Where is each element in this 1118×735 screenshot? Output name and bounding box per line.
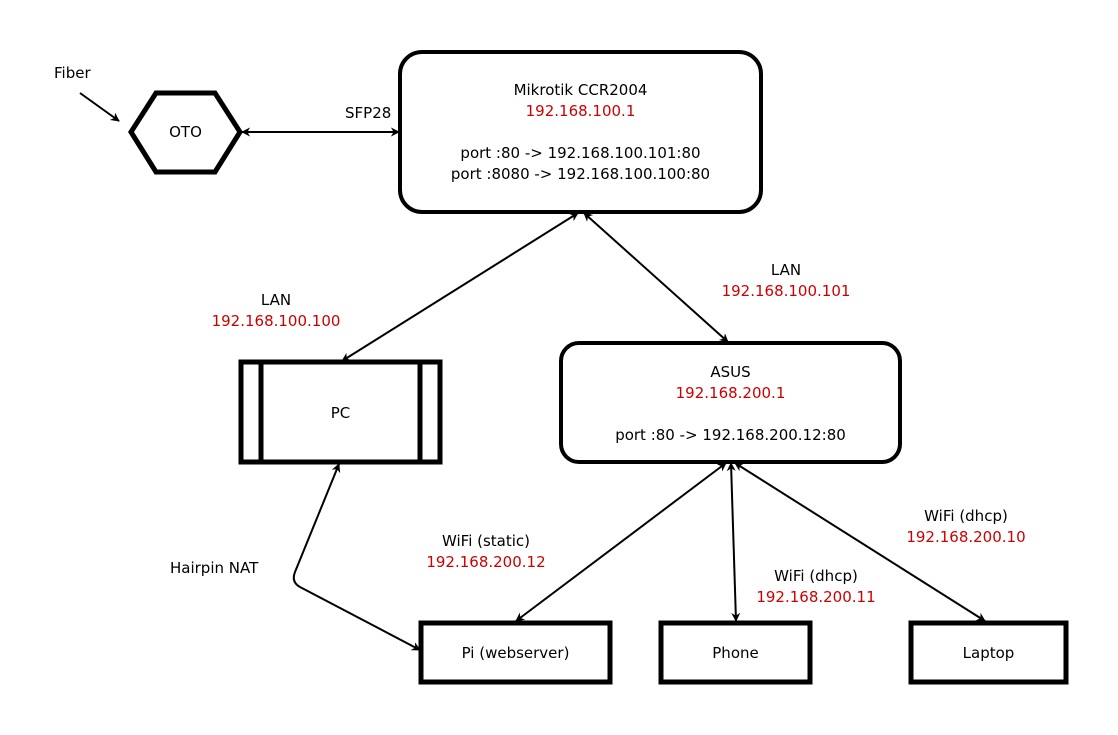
node-pc-shape[interactable] xyxy=(238,359,443,465)
edge-pc-lan xyxy=(341,212,579,362)
edge-label-asus-lan-ip: 192.168.100.101 xyxy=(721,282,851,300)
node-asus-ip: 192.168.200.1 xyxy=(675,384,786,402)
node-pi-label: Pi (webserver) xyxy=(461,644,570,662)
node-oto-shape[interactable] xyxy=(128,90,243,175)
edge-asus-lan xyxy=(583,212,729,343)
edge-label-pc-lan-type: LAN xyxy=(260,291,292,309)
node-mikrotik-title: Mikrotik CCR2004 xyxy=(513,81,648,99)
node-asus-text: ASUS 192.168.200.1 port :80 -> 192.168.2… xyxy=(561,362,900,446)
edge-label-phone-wifi-type: WiFi (dhcp) xyxy=(774,567,858,585)
edge-label-phone-wifi-ip: 192.168.200.11 xyxy=(756,588,876,606)
edge-label-sfp28: SFP28 xyxy=(345,104,392,122)
edge-hairpin xyxy=(292,463,421,651)
edge-label-laptop-wifi-ip: 192.168.200.10 xyxy=(906,528,1026,546)
node-mikrotik-rule: port :8080 -> 192.168.100.100:80 xyxy=(450,165,711,183)
node-mikrotik-rule: port :80 -> 192.168.100.101:80 xyxy=(460,144,701,162)
edge-fiber xyxy=(79,92,120,122)
edge-laptop-wifi xyxy=(734,462,986,622)
node-pc-label: PC xyxy=(330,404,351,422)
node-mikrotik-shape[interactable] xyxy=(398,50,763,214)
node-asus-title: ASUS xyxy=(710,363,751,381)
edge-label-pi-wifi-ip: 192.168.200.12 xyxy=(426,553,546,571)
node-laptop-label: Laptop xyxy=(962,644,1015,662)
node-laptop-shape[interactable] xyxy=(908,620,1069,685)
edge-label-hairpin: Hairpin NAT xyxy=(170,559,259,577)
node-pi-shape[interactable] xyxy=(418,620,613,685)
edge-label-pi-wifi: WiFi (static) 192.168.200.12 xyxy=(406,531,566,573)
edge-pi-wifi xyxy=(515,462,727,622)
edge-label-laptop-wifi-type: WiFi (dhcp) xyxy=(924,507,1008,525)
node-mikrotik-text: Mikrotik CCR2004 192.168.100.1 port :80 … xyxy=(400,80,761,185)
node-asus-shape[interactable] xyxy=(559,341,902,464)
node-phone-shape[interactable] xyxy=(658,620,813,685)
edge-label-pi-wifi-type: WiFi (static) xyxy=(441,532,531,550)
edge-label-pc-lan-ip: 192.168.100.100 xyxy=(211,312,341,330)
node-phone-label: Phone xyxy=(712,644,759,662)
edge-label-pc-lan: LAN 192.168.100.100 xyxy=(196,290,356,332)
node-asus-rule: port :80 -> 192.168.200.12:80 xyxy=(615,426,846,444)
edge-label-fiber: Fiber xyxy=(54,64,91,82)
edge-label-asus-lan: LAN 192.168.100.101 xyxy=(706,260,866,302)
edge-label-asus-lan-type: LAN xyxy=(770,261,802,279)
edge-label-laptop-wifi: WiFi (dhcp) 192.168.200.10 xyxy=(886,506,1046,548)
edge-label-phone-wifi: WiFi (dhcp) 192.168.200.11 xyxy=(736,566,896,608)
node-oto-label: OTO xyxy=(169,123,202,141)
node-mikrotik-ip: 192.168.100.1 xyxy=(525,102,636,120)
